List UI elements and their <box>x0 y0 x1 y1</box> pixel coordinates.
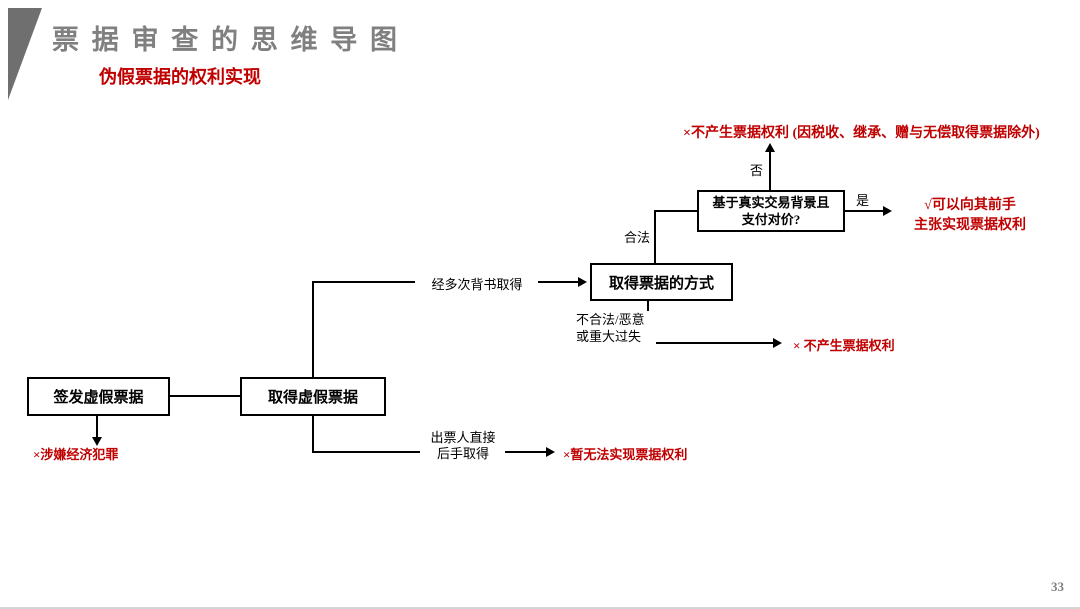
connector-obtain-branch-down <box>312 416 314 453</box>
flow-box-obtain-label: 取得虚假票据 <box>267 390 358 406</box>
outcome-no-rights-with-exception: ×不产生票据权利 (因税收、继承、赠与无偿取得票据除外) <box>683 126 1040 141</box>
edge-label-multiple-endorsement: 经多次背书取得 <box>418 274 536 293</box>
arrowhead-drawer-outcome-icon <box>546 447 555 457</box>
arrowhead-no-outcome-icon <box>765 143 775 152</box>
connector-background-yes-right <box>845 210 885 212</box>
connector-drawer-line <box>312 451 420 453</box>
edge-label-illegal-line2: 或重大过失 <box>576 329 642 344</box>
page-subtitle: 伪假票据的权利实现 <box>99 67 261 87</box>
outcome-economic-crime: ×涉嫌经济犯罪 <box>33 447 119 462</box>
page-title: 票 据 审 查 的 思 维 导 图 <box>52 25 400 55</box>
connector-illegal-right <box>647 342 775 344</box>
flow-box-obtain-fake-bill: 取得虚假票据 <box>240 377 386 416</box>
edge-label-illegal-line1: 不合法/恶意 <box>576 312 645 327</box>
edge-label-illegal: 不合法/恶意 或重大过失 <box>576 311 656 345</box>
connector-legal-to-background <box>654 210 699 212</box>
edge-label-no: 否 <box>750 160 764 179</box>
connector-method-legal-up <box>654 211 656 263</box>
connector-drawer-arrow-line <box>505 451 548 453</box>
edge-label-drawer-direct: 出票人直接 后手取得 <box>422 430 504 462</box>
connector-issue-to-obtain <box>170 395 240 397</box>
outcome-no-rights: × 不产生票据权利 <box>793 338 895 353</box>
arrowhead-to-method-icon <box>578 277 587 287</box>
real-transaction-line2: 支付对价? <box>741 212 801 227</box>
connector-endorse-arrow-line <box>538 281 580 283</box>
outcome-temporarily-unrealizable: ×暂无法实现票据权利 <box>563 447 688 462</box>
edge-label-legal: 合法 <box>624 227 651 246</box>
edge-label-drawer-line2: 后手取得 <box>436 446 489 461</box>
flow-box-real-transaction-label: 基于真实交易背景且 支付对价? <box>712 194 829 228</box>
corner-triangle-decoration <box>8 8 42 100</box>
arrowhead-illegal-outcome-icon <box>773 338 782 348</box>
flow-box-issue-label: 签发虚假票据 <box>53 390 144 406</box>
flow-box-issue-fake-bill: 签发虚假票据 <box>27 377 170 416</box>
outcome-claim-rights: √可以向其前手 主张实现票据权利 <box>895 196 1045 236</box>
flow-box-obtaining-method: 取得票据的方式 <box>590 263 733 301</box>
connector-endorse-line <box>312 281 415 283</box>
arrowhead-yes-outcome-icon <box>883 206 892 216</box>
connector-background-no-up <box>769 152 771 190</box>
flow-box-method-label: 取得票据的方式 <box>608 275 714 292</box>
outcome-claim-line1: √可以向其前手 <box>924 198 1016 213</box>
real-transaction-line1: 基于真实交易背景且 <box>712 195 830 210</box>
flow-box-real-transaction: 基于真实交易背景且 支付对价? <box>697 190 845 232</box>
arrowhead-crime-icon <box>92 437 102 446</box>
edge-label-yes: 是 <box>856 190 870 209</box>
page-number: 33 <box>1051 579 1064 594</box>
edge-label-drawer-line1: 出票人直接 <box>430 430 496 445</box>
connector-obtain-branch-up <box>312 282 314 377</box>
outcome-claim-line2: 主张实现票据权利 <box>914 218 1026 233</box>
connector-issue-down <box>96 416 98 438</box>
